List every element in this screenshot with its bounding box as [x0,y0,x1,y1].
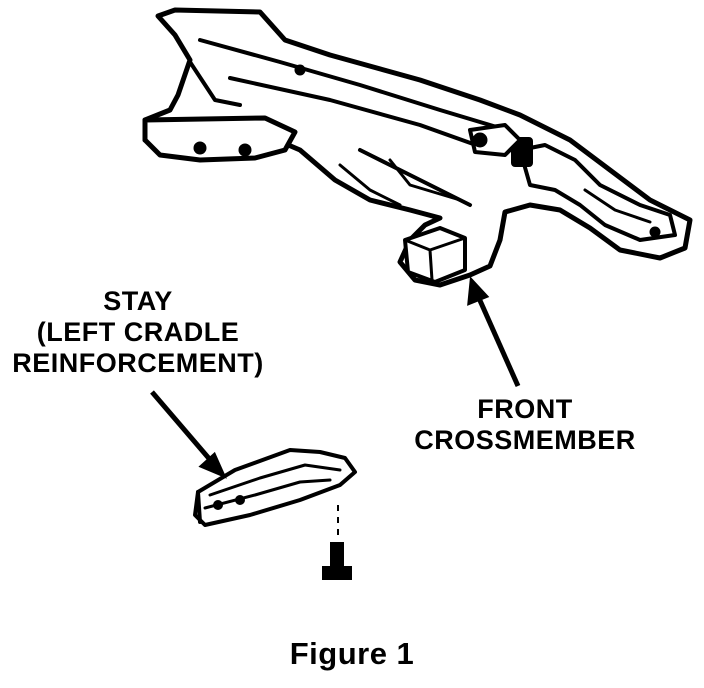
stay-arrowhead [198,451,227,479]
stay-label-line-2: (LEFT CRADLE [36,317,240,347]
bolt-drawing [322,505,352,580]
figure-caption: Figure 1 [0,636,704,672]
figure-caption-text: Figure 1 [289,636,415,671]
stay-leader-line [150,390,214,464]
crossmember-label-line-2: CROSSMEMBER [414,425,636,455]
stay-bracket-drawing [193,448,357,527]
stay-label-line-1: STAY [103,286,173,316]
crossmember-label-line-1: FRONT [477,394,573,424]
stay-label-line-3: REINFORCEMENT) [12,348,264,378]
leader-arrows [150,276,521,479]
front-crossmember-drawing [142,7,693,288]
crossmember-leader-line [475,294,521,388]
stay-label: STAY (LEFT CRADLE REINFORCEMENT) [0,286,276,379]
crossmember-arrowhead [467,276,490,306]
front-crossmember-label: FRONT CROSSMEMBER [400,394,650,456]
